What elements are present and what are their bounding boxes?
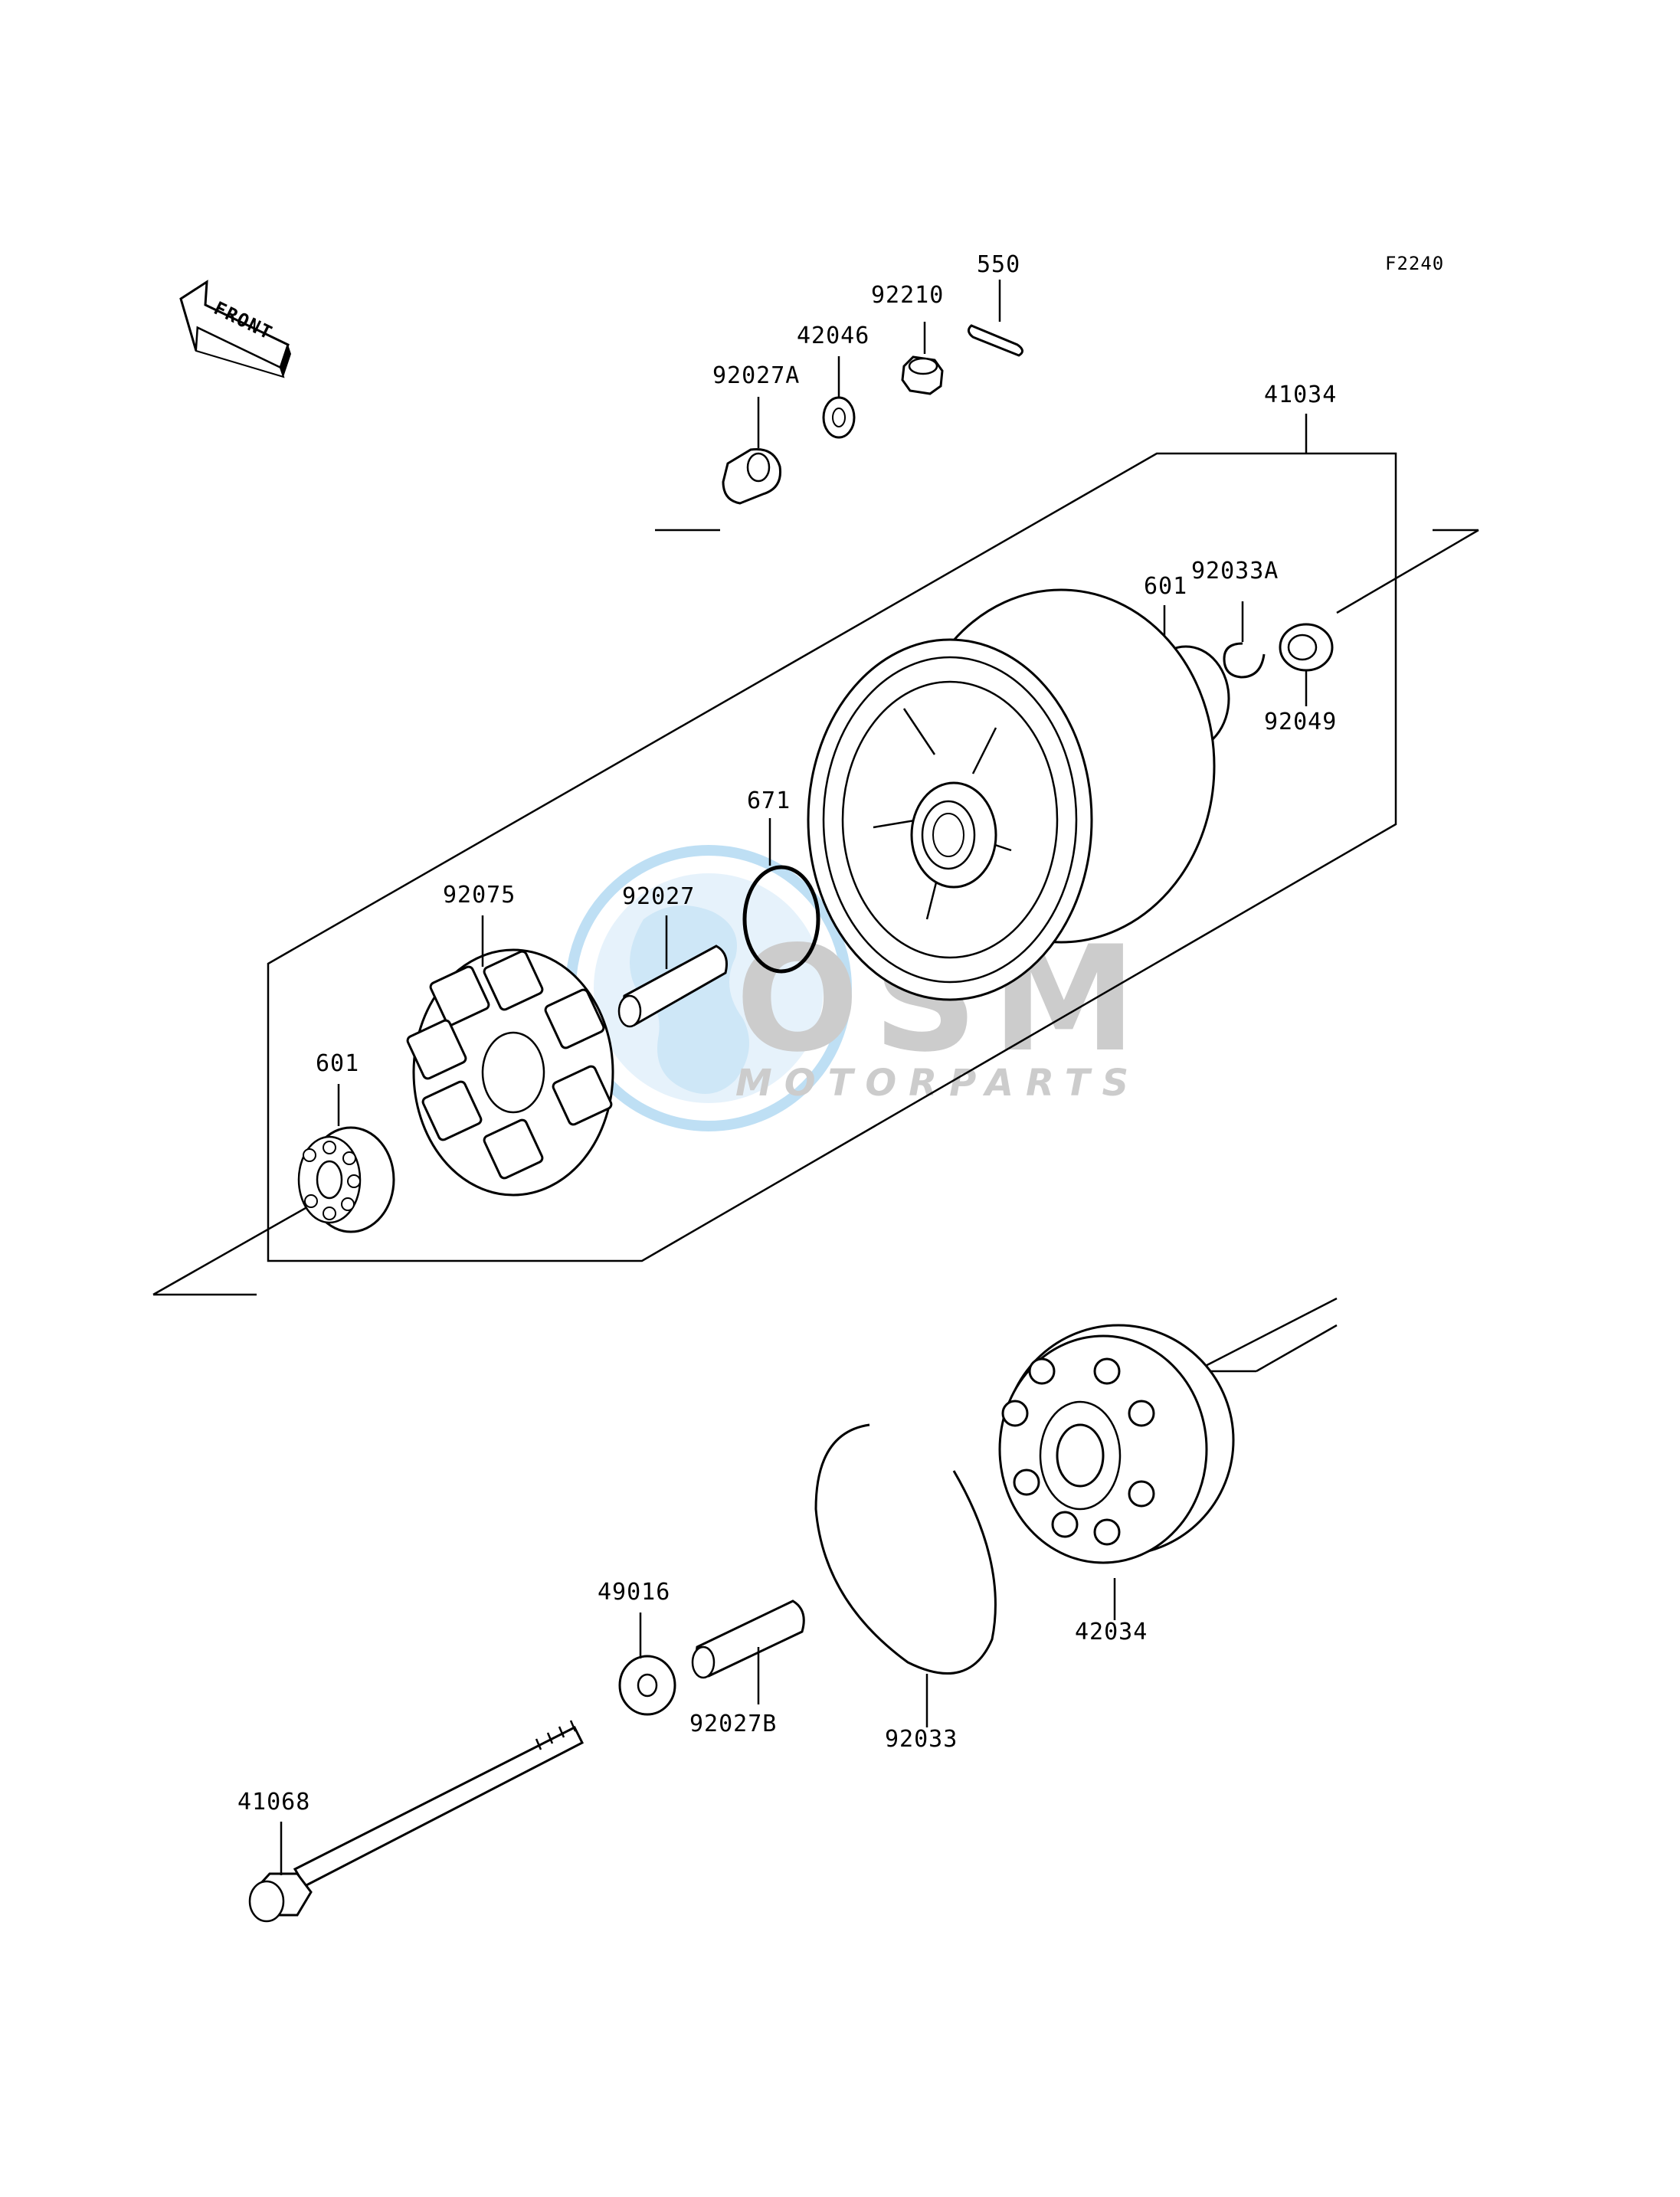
wheel-hub: [807, 588, 1216, 1001]
label-42046: 42046: [797, 323, 869, 349]
label-41034: 41034: [1264, 381, 1337, 408]
diagram-code: F2240: [1385, 253, 1444, 274]
assembly-outline: [267, 452, 1397, 1262]
label-49016: 49016: [598, 1579, 670, 1606]
label-92033: 92033: [885, 1726, 958, 1753]
collar-92027B: [691, 1599, 805, 1704]
label-601-right: 601: [1144, 573, 1187, 600]
label-92027A: 92027A: [712, 362, 800, 389]
nut-92210: [901, 322, 944, 395]
washer-42046: [822, 356, 856, 439]
label-92210: 92210: [871, 282, 944, 309]
o-ring-671: [742, 818, 820, 974]
circlip-92033: [814, 1423, 997, 1727]
cotter-pin-550: [968, 280, 1023, 357]
axis-line-top: [655, 529, 1479, 614]
label-42034: 42034: [1075, 1619, 1148, 1645]
collar-92027A: [722, 397, 782, 505]
label-601-left: 601: [316, 1050, 359, 1077]
watermark-tagline: MOTORPARTS: [735, 1062, 1141, 1105]
seal-92049: [1279, 623, 1334, 706]
label-671: 671: [747, 787, 791, 814]
coupling-42034: [998, 1324, 1235, 1620]
axle-bolt-41068: [248, 1720, 585, 1923]
label-92027B: 92027B: [689, 1711, 777, 1737]
washer-49016: [618, 1613, 676, 1716]
circlip-92033A: [1223, 601, 1266, 679]
axis-line-left: [152, 1197, 323, 1296]
label-550: 550: [977, 251, 1020, 278]
bearing-601-left: [297, 1084, 395, 1233]
label-92027: 92027: [622, 883, 695, 910]
front-arrow-icon: FRONT: [179, 280, 291, 378]
label-92033A: 92033A: [1191, 558, 1279, 584]
label-41068: 41068: [237, 1789, 310, 1816]
label-92075: 92075: [443, 882, 516, 909]
damper-92075: [406, 915, 614, 1197]
label-92049: 92049: [1264, 709, 1337, 735]
collar-92027: [617, 915, 728, 1028]
